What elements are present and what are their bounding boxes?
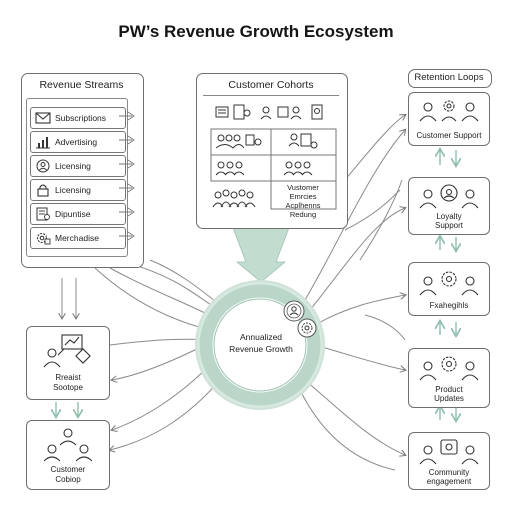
retention-box-customer-support[interactable]: Customer Support <box>408 92 490 146</box>
customer-group-icon <box>43 428 93 462</box>
presenter-chart-icon <box>43 334 91 368</box>
left-box-customer-cobiop[interactable]: Customer Cobiop <box>26 420 110 490</box>
cohort-sub-label-1: Vustomer <box>287 183 319 192</box>
product-gear-icon <box>419 356 479 381</box>
stream-label: Dipuntise <box>55 209 91 219</box>
left-box-rreaist-sootope[interactable]: Rreaist Sootope <box>26 326 110 400</box>
revenue-streams-title: Revenue Streams <box>39 79 124 91</box>
retention-label: Customer Support <box>416 131 482 140</box>
retention-loops-title: Retention Loops <box>414 72 484 83</box>
retention-label: Loyalty <box>436 212 462 221</box>
cohorts-title-underline <box>203 95 339 96</box>
left-box-label-2: Cobiop <box>55 475 81 484</box>
diagram-title: PW’s Revenue Growth Ecosystem <box>118 22 394 41</box>
cohorts-grid <box>210 104 337 210</box>
retention-box-loyalty-support[interactable]: Loyalty Support <box>408 177 490 235</box>
stream-label: Subscriptions <box>55 113 107 123</box>
retention-label-2: engagement <box>426 477 472 486</box>
document-icon <box>36 207 50 221</box>
retention-label-2: Updates <box>434 394 464 403</box>
stream-label: Licensing <box>55 185 91 195</box>
stream-item-advertising[interactable]: Advertising <box>30 131 126 153</box>
gear-people-icon <box>419 271 479 296</box>
stream-item-licensing[interactable]: Licensing <box>30 155 126 177</box>
center-label-2: Revenue Growth <box>229 344 293 354</box>
support-team-icon <box>419 100 479 122</box>
person-icon <box>36 159 50 173</box>
retention-box-product-updates[interactable]: Product Updates <box>408 348 490 408</box>
retention-loops-title-box <box>408 69 492 88</box>
community-icon <box>419 439 479 465</box>
customer-cohorts-panel <box>196 73 348 229</box>
retention-label: Product <box>435 385 463 394</box>
retention-label: Community <box>428 468 470 477</box>
left-box-label: Customer <box>50 465 86 474</box>
cohort-sub-label-3: Acplhenns <box>285 201 321 210</box>
stream-arrows <box>119 111 135 241</box>
center-label-1: Annualized <box>239 332 283 342</box>
bar-chart-icon <box>36 137 50 149</box>
cohort-sub-label-4: Redung <box>289 210 317 219</box>
loyalty-badge-icon <box>419 184 479 209</box>
badge-person-icon <box>283 300 305 322</box>
stream-label: Advertising <box>55 137 98 147</box>
gear-icon <box>36 232 51 245</box>
left-box-label-2: Sootope <box>53 383 83 392</box>
badge-gear-icon <box>297 318 317 338</box>
cohort-sub-label-2: Emrcies <box>289 192 317 201</box>
retention-box-community-engagement[interactable]: Community engagement <box>408 432 490 490</box>
stream-item-subscriptions[interactable]: Subscriptions <box>30 107 126 129</box>
stream-label: Merchadise <box>55 233 99 243</box>
left-box-label: Rreaist <box>55 373 81 382</box>
stream-item-dipuntise[interactable]: Dipuntise <box>30 203 126 225</box>
stream-label: Licensing <box>55 161 91 171</box>
lock-icon <box>37 184 49 197</box>
retention-box-fxahegihls[interactable]: Fxahegihls <box>408 262 490 316</box>
customer-cohorts-title: Customer Cohorts <box>228 79 314 91</box>
retention-label-2: Support <box>434 221 464 230</box>
stream-item-licensing-2[interactable]: Licensing <box>30 179 126 201</box>
retention-label: Fxahegihls <box>429 301 469 310</box>
stream-item-merchadise[interactable]: Merchadise <box>30 227 126 249</box>
envelope-icon <box>35 112 51 124</box>
